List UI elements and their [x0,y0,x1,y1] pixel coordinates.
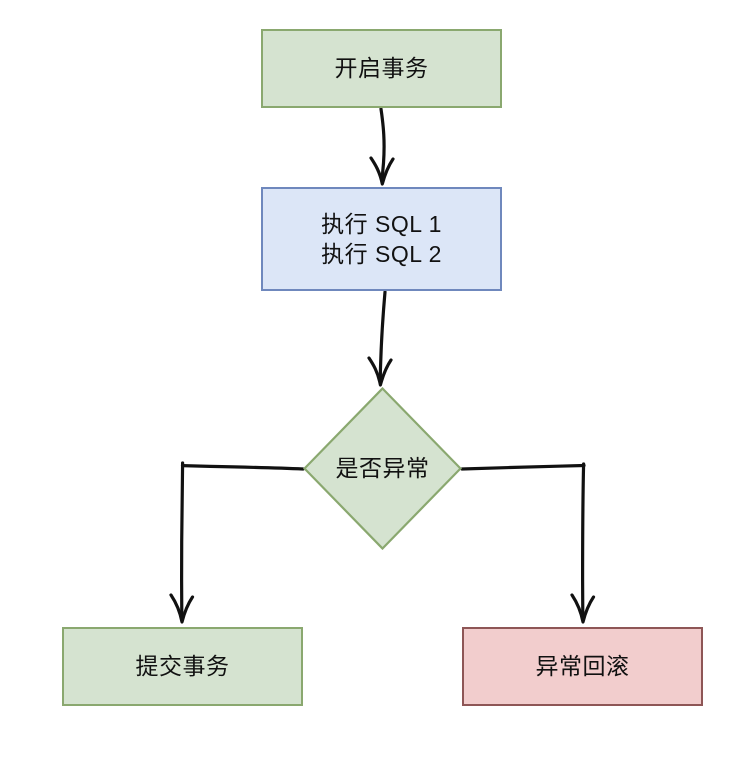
edge-sql-to-decision [367,290,393,387]
node-exception-rollback[interactable]: 异常回滚 [462,627,703,706]
node-start-transaction-label: 开启事务 [334,55,429,82]
node-execute-sql[interactable]: 执行 SQL 1 执行 SQL 2 [261,187,502,291]
diamond-shape-icon [303,387,462,550]
node-start-transaction[interactable]: 开启事务 [261,29,502,108]
edge-start-to-sql [369,107,395,186]
node-exception-rollback-label: 异常回滚 [535,653,630,680]
node-commit-transaction-label: 提交事务 [135,653,230,680]
node-execute-sql-label: 执行 SQL 1 执行 SQL 2 [321,210,442,267]
node-decision-exception[interactable]: 是否异常 [303,387,462,550]
edge-decision-to-rollback [460,462,596,624]
edge-decision-to-commit [169,461,305,624]
node-commit-transaction[interactable]: 提交事务 [62,627,303,706]
node-decision-exception-label: 是否异常 [335,455,430,482]
